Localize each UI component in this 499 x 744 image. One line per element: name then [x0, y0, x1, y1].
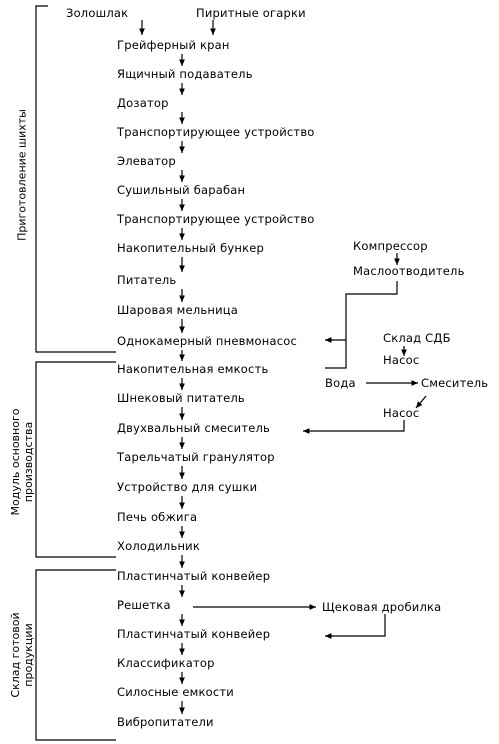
section-label-store: Склад готовой продукции: [9, 612, 35, 698]
chain-step: Транспортирующее устройство: [117, 212, 315, 226]
node-oil-separator: Маслоотводитель: [353, 264, 465, 278]
chain-step: Вибропитатели: [117, 715, 214, 729]
chain-step: Устройство для сушки: [117, 480, 258, 494]
arrow-pump-to-twin: [303, 420, 405, 434]
chain-step: Ящичный подаватель: [117, 67, 253, 81]
bracket-store: [35, 569, 116, 741]
node-crusher: Щековая дробилка: [322, 600, 442, 614]
chain-step: Холодильник: [117, 539, 200, 553]
chain-step: Пластинчатый конвейер: [117, 569, 271, 583]
node-water: Вода: [325, 376, 356, 390]
node-compressor: Компрессор: [353, 239, 428, 253]
input-zolo: Золошлак: [66, 6, 129, 20]
chain-step: Шнековый питатель: [117, 391, 245, 405]
chain-step: Накопительный бункер: [117, 241, 265, 255]
section-label-prep: Приготовление шихты: [15, 109, 29, 241]
node-pump-1: Насос: [383, 353, 420, 367]
chain-step: Грейферный кран: [117, 38, 230, 52]
chain-step: Решетка: [117, 598, 171, 612]
chain-step: Классификатор: [117, 656, 215, 670]
chain-step: Тарельчатый гранулятор: [117, 450, 275, 464]
chain-step: Транспортирующее устройство: [117, 125, 315, 139]
line-side-loop: [325, 340, 347, 369]
arrow-mixer-pump: [415, 395, 427, 409]
chain-step: Накопительная емкость: [117, 362, 269, 376]
arrow-oil-to-pump: [325, 281, 398, 343]
chain-step: Дозатор: [117, 96, 169, 110]
node-pump-2: Насос: [383, 406, 420, 420]
chain-step: Печь обжига: [117, 510, 198, 524]
chain-step: Элеватор: [117, 154, 176, 168]
node-mixer: Смеситель: [421, 376, 489, 390]
input-pirit: Пиритные огарки: [196, 6, 306, 20]
chain-step: Шаровая мельница: [117, 303, 239, 317]
chain-step: Пластинчатый конвейер: [117, 627, 271, 641]
node-sdb-store: Склад СДБ: [383, 331, 451, 345]
bracket-prep: [35, 5, 116, 353]
bracket-main: [35, 361, 116, 558]
section-label-main: Модуль основного производства: [9, 408, 35, 516]
chain-step: Сушильный барабан: [117, 183, 246, 197]
chain-step: Двухвальный смеситель: [117, 421, 271, 435]
chain-step: Питатель: [117, 273, 177, 287]
arrow-crusher-return: [325, 614, 386, 639]
chain-step: Силосные емкости: [117, 685, 234, 699]
chain-step: Однокамерный пневмонасос: [117, 334, 297, 348]
